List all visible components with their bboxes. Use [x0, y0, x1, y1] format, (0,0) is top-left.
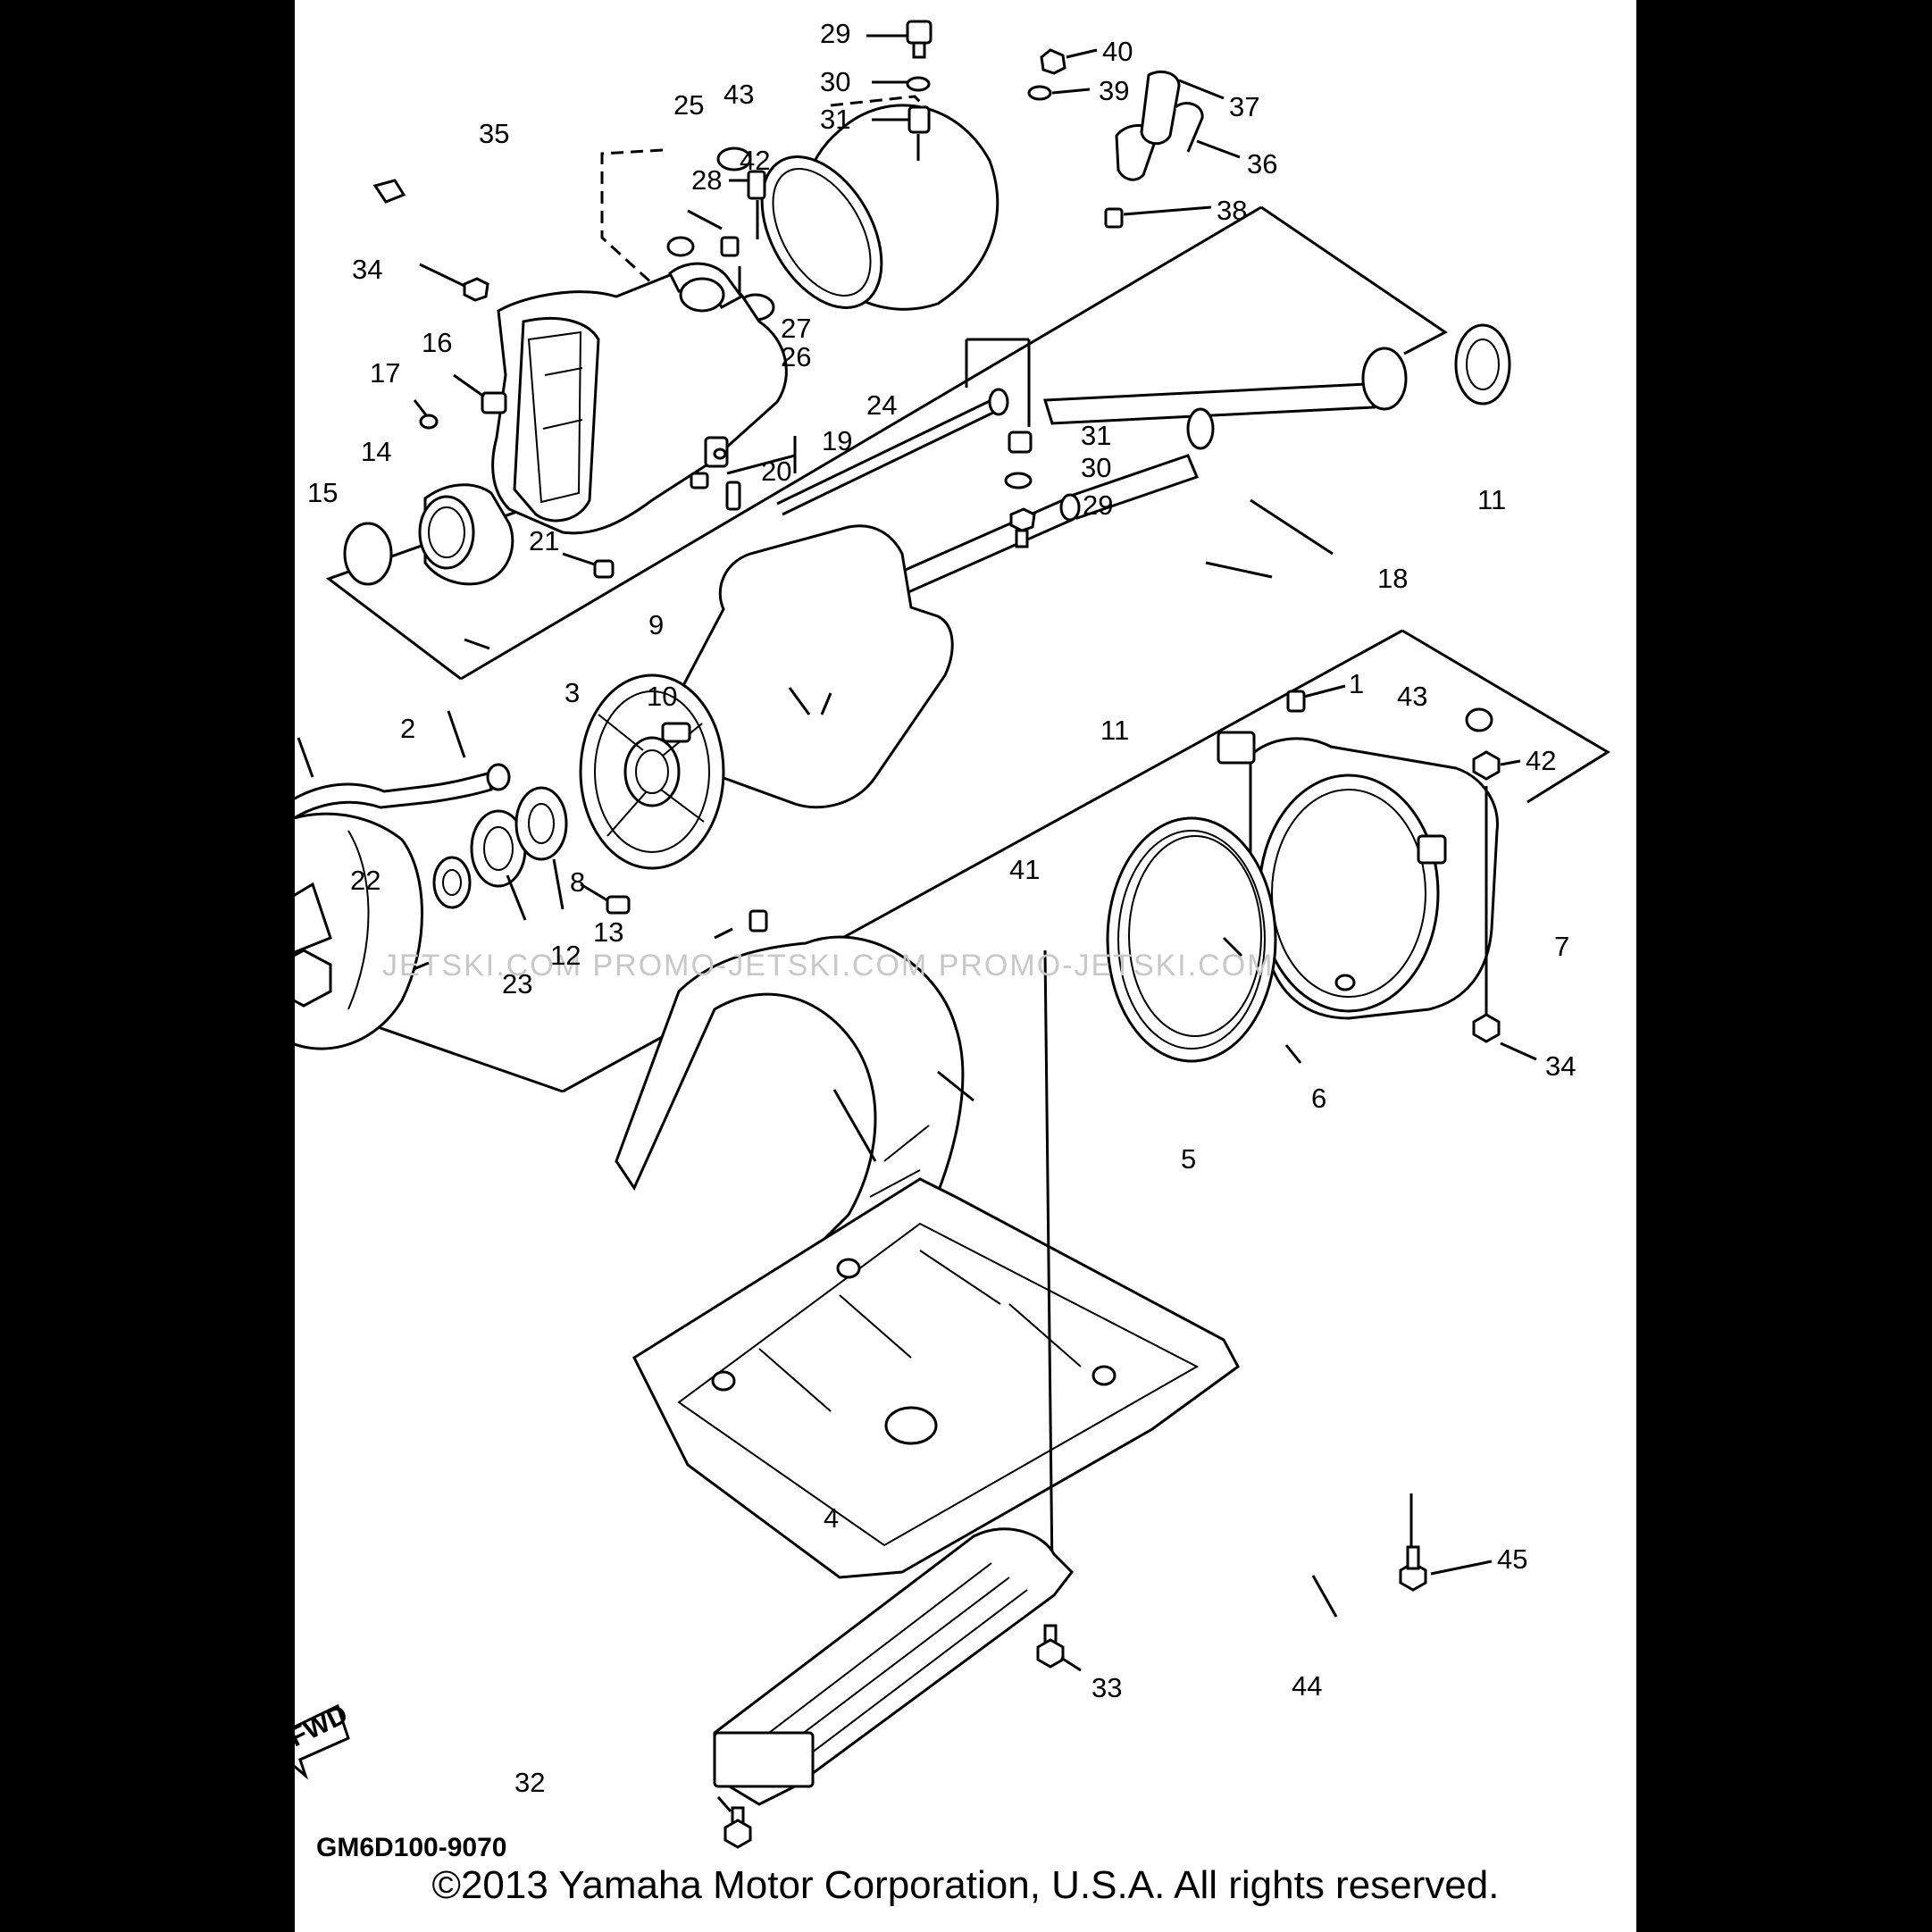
callout-14: 14: [361, 436, 391, 467]
callout-21: 21: [529, 525, 559, 556]
callout-32: 32: [514, 1767, 545, 1798]
callout-38: 38: [1217, 195, 1247, 226]
ride-plate-screws: [716, 949, 1493, 1849]
callout-8: 8: [570, 866, 585, 898]
callout-34-left: 34: [352, 254, 382, 285]
callout-2: 2: [400, 713, 415, 744]
steering-nozzle: [666, 104, 999, 322]
jet-pump-exploded-diagram: FWD JETSKI.COM PROMO-JETSKI.COM PROMO-JE…: [295, 18, 1610, 1862]
housing-bolts: [413, 209, 740, 430]
liner-ring: [1106, 816, 1277, 1063]
callout-23: 23: [502, 968, 532, 999]
callout-25: 25: [673, 89, 704, 121]
callout-12: 12: [550, 940, 581, 971]
callout-22: 22: [350, 865, 381, 896]
fwd-arrow-icon: FWD: [295, 1700, 352, 1780]
callout-29-top: 29: [820, 18, 850, 49]
group-outline-upper-right: [1260, 205, 1448, 355]
drawing-code: GM6D100-9070: [316, 1833, 506, 1862]
callout-44: 44: [1292, 1670, 1322, 1702]
group-outline-upper-diagonal: [460, 205, 1262, 681]
callout-30-mid: 30: [1081, 452, 1111, 483]
watermark-text: JETSKI.COM PROMO-JETSKI.COM PROMO-JETSKI…: [382, 949, 1274, 983]
copyright-notice: ©2013 Yamaha Motor Corporation, U.S.A. A…: [431, 1863, 1500, 1907]
callout-42-right: 42: [1526, 745, 1556, 776]
pump-cover: [1217, 731, 1499, 1020]
callout-27: 27: [781, 313, 811, 344]
callout-36: 36: [1247, 148, 1277, 180]
callout-4: 4: [824, 1502, 839, 1534]
stud-and-pins: [562, 388, 1009, 579]
parts-diagram-sheet: FWD JETSKI.COM PROMO-JETSKI.COM PROMO-JE…: [295, 0, 1636, 1932]
callout-42-top: 42: [740, 145, 770, 176]
pump-cover-bolts: [1286, 684, 1537, 1061]
callout-3: 3: [565, 677, 580, 708]
callout-28: 28: [691, 164, 722, 196]
callout-15: 15: [307, 477, 338, 508]
callout-39: 39: [1099, 75, 1129, 106]
intake-grate: [713, 1089, 1074, 1806]
callout-1: 1: [1349, 668, 1364, 699]
callout-9: 9: [648, 609, 664, 640]
impeller: [295, 812, 423, 1050]
plate-35: [372, 179, 406, 204]
flange-and-oring: [343, 483, 514, 586]
callout-16: 16: [422, 327, 452, 358]
impeller-housing: [579, 524, 954, 870]
callout-11-right: 11: [1477, 484, 1506, 515]
callout-18: 18: [1377, 563, 1408, 594]
ride-plate: [632, 1177, 1240, 1579]
callout-17: 17: [370, 357, 400, 389]
jet-pump-housing: [491, 262, 788, 535]
callout-10: 10: [647, 681, 677, 712]
callout-34-right: 34: [1545, 1050, 1576, 1082]
callout-31-top: 31: [820, 104, 850, 135]
callout-24: 24: [866, 389, 897, 421]
callout-30-top: 30: [820, 66, 850, 97]
housing-bolt-and-pin: [464, 638, 691, 915]
callout-5: 5: [1181, 1143, 1196, 1175]
leader-lines: [506, 498, 1334, 1102]
callout-37: 37: [1229, 91, 1259, 122]
callout-19: 19: [822, 425, 852, 456]
callout-45: 45: [1497, 1543, 1527, 1575]
callout-35: 35: [479, 118, 509, 149]
callout-43-top: 43: [723, 79, 754, 110]
bearing-11-upper: [1454, 323, 1511, 406]
cooling-hose: [295, 710, 511, 820]
callout-41: 41: [1009, 854, 1040, 885]
callout-7: 7: [1554, 931, 1569, 962]
callout-6: 6: [1311, 1083, 1326, 1114]
callout-40: 40: [1102, 36, 1133, 67]
pump-bolts-lower: [965, 338, 1036, 548]
callout-33: 33: [1091, 1672, 1122, 1703]
callout-11-mid: 11: [1100, 715, 1129, 746]
callout-31-mid: 31: [1081, 420, 1111, 451]
callout-29-mid: 29: [1083, 489, 1113, 521]
callout-43-right: 43: [1397, 681, 1427, 712]
callout-13: 13: [593, 916, 623, 948]
seals-and-spacer: [432, 786, 568, 909]
callout-26: 26: [781, 341, 811, 372]
callout-20: 20: [761, 456, 791, 487]
group-outline-middle-right: [1401, 629, 1610, 804]
